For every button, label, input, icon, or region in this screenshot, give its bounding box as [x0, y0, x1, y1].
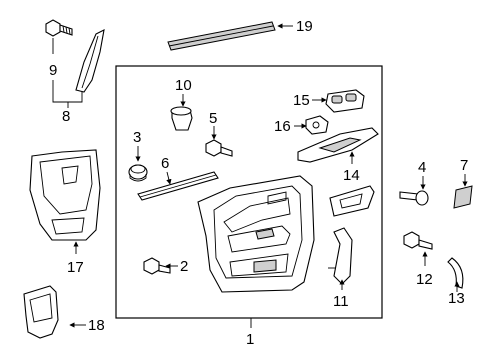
part-2-bolt[interactable]	[143, 257, 171, 275]
part-11-pull-handle[interactable]	[328, 227, 353, 285]
leader-6	[166, 171, 172, 185]
part-9-bolt[interactable]	[45, 19, 73, 37]
callout-16: 16	[274, 118, 291, 135]
callout-15: 15	[293, 92, 310, 109]
part-19-weatherstrip[interactable]	[167, 21, 276, 51]
part-6-molding[interactable]	[137, 171, 219, 201]
part-12-bolt[interactable]	[403, 231, 433, 250]
callout-3: 3	[133, 129, 141, 146]
part-1-door-panel[interactable]	[197, 175, 315, 293]
part-16-knob[interactable]	[305, 115, 329, 135]
part-10-clip[interactable]	[170, 106, 193, 131]
callout-13: 13	[448, 290, 465, 307]
callout-14: 14	[343, 167, 360, 184]
callout-2: 2	[180, 258, 188, 275]
callout-6: 6	[161, 155, 169, 172]
callout-17: 17	[67, 259, 84, 276]
assembly-frame	[115, 65, 383, 319]
part-handle-bracket[interactable]	[329, 185, 375, 217]
callout-19: 19	[296, 18, 313, 35]
callout-7: 7	[460, 157, 468, 174]
part-5-screw[interactable]	[205, 139, 233, 157]
part-13-seal[interactable]	[447, 257, 464, 289]
part-14-bezel[interactable]	[297, 127, 379, 163]
callout-5: 5	[209, 110, 217, 127]
callout-10: 10	[175, 77, 192, 94]
callout-18: 18	[88, 317, 105, 334]
callout-11: 11	[333, 293, 349, 310]
part-7-pad[interactable]	[453, 185, 473, 209]
part-17-insulator[interactable]	[29, 149, 101, 241]
part-15-switch[interactable]	[325, 89, 365, 113]
part-8-applique[interactable]	[75, 29, 105, 93]
part-4-screw[interactable]	[399, 190, 429, 206]
part-3-cap[interactable]	[128, 164, 148, 182]
callout-8: 8	[62, 108, 70, 125]
callout-12: 12	[416, 271, 433, 288]
callout-4: 4	[418, 159, 426, 176]
callout-9: 9	[49, 62, 57, 79]
leader-9-bracket	[52, 80, 83, 103]
callout-1: 1	[246, 331, 254, 348]
part-18-bracket[interactable]	[23, 285, 59, 339]
